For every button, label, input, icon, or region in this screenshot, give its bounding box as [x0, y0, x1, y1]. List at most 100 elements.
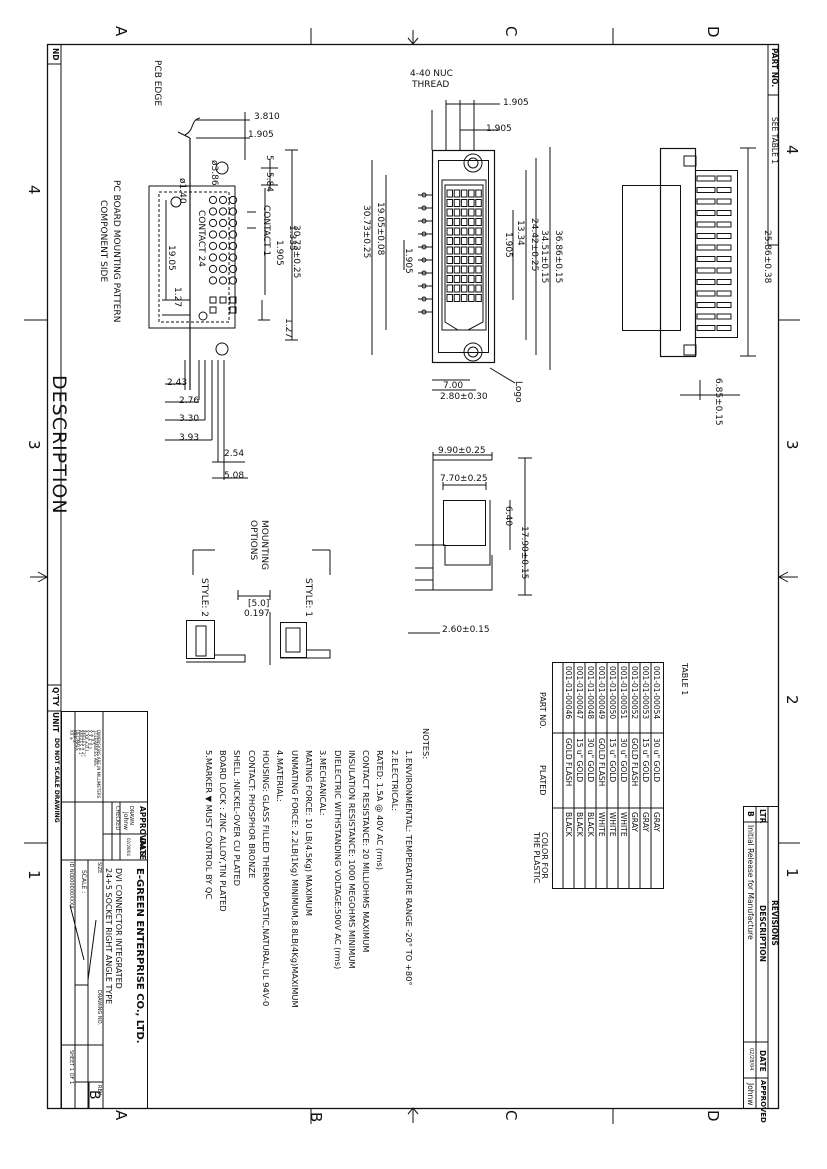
tolerance-line: XX ± — [69, 730, 74, 741]
top-contact — [468, 284, 475, 293]
top-contact — [446, 246, 453, 255]
dim-side-b: 2.60±0.15 — [442, 625, 490, 635]
top-pin-head — [421, 231, 427, 237]
dim-side-w1: 9.90±0.25 — [438, 446, 486, 456]
drawn-date: 02/28/04 — [126, 838, 131, 856]
dim-127-b: 1.27 — [283, 318, 293, 339]
pcb-contact-hole — [228, 195, 238, 205]
rev-row-date: 02/28/04 — [748, 1048, 754, 1071]
pcb-caption-line-2: COMPONENT SIDE — [98, 200, 108, 283]
top-pin-head — [421, 244, 427, 250]
dim-top-3686: 36.86±0.15 — [553, 230, 563, 284]
sheet-label: SHEET 1 OF 1 — [68, 1050, 74, 1085]
pcb-c-hole — [219, 296, 227, 304]
dim-243: 2.43 — [167, 378, 188, 388]
zone-label-bottom-d: D — [704, 1110, 722, 1122]
id-no-value: 000000XXXX — [68, 876, 74, 909]
top-contact — [475, 265, 482, 274]
top-contact — [475, 208, 482, 217]
top-contact — [446, 189, 453, 198]
front-pin — [696, 244, 716, 251]
front-pin — [716, 267, 732, 274]
pcb-contact-hole — [218, 230, 228, 239]
dim-front-pin: 6.85±0.15 — [713, 378, 723, 426]
rev-header-approved: APPROVED — [759, 1080, 767, 1123]
dim-386: ø3.86 — [209, 160, 219, 186]
logo-label: Logo — [513, 381, 523, 403]
zone-label-bottom-c: C — [502, 1110, 520, 1121]
top-contact — [446, 275, 453, 283]
dim-330: 3.30 — [179, 414, 200, 424]
pcb-contact-hole — [228, 253, 238, 262]
thread-label-line-1: 4-40 NUC — [410, 69, 453, 79]
table-row-color: WHITE — [619, 812, 628, 837]
thread-label-line-2: THREAD — [412, 80, 450, 90]
pcb-c-hole — [209, 296, 217, 304]
table-row-part-no: 001-01-00050 — [608, 666, 617, 720]
drawing-title-line-2: 24+5 SOCKET RIGHT ANGLE TYPE — [104, 868, 113, 1005]
table-row-plated: 30 u" GOLD — [586, 738, 595, 783]
note-line: INSULATION RESISTANCE: 1000 MEGOHMS MINI… — [346, 750, 357, 969]
scale-label: SCALE : — [80, 870, 87, 894]
table-row-color: BLACK — [575, 812, 584, 837]
top-contact — [475, 218, 482, 226]
dim-1905-a: 1.905 — [248, 130, 274, 140]
dim-top-1334: 13.34 — [515, 220, 525, 246]
pcb-contact-hole — [228, 276, 238, 285]
front-pin — [716, 279, 732, 285]
note-line: DIELECTRIC WITHSTANDING VOLTAGE:500V AC … — [332, 750, 343, 970]
rev-row-approved: Johnw — [746, 1083, 755, 1106]
top-pin-head — [421, 270, 427, 276]
front-pin — [716, 210, 732, 216]
rev-header-ltr: LTR — [758, 809, 767, 824]
dim-side-h: 17.90±0.15 — [519, 526, 529, 580]
pcb-contact-hole — [218, 218, 228, 228]
top-contact — [446, 294, 453, 302]
front-pin — [716, 313, 732, 320]
drawn-by: Johnw — [122, 812, 129, 830]
top-contact — [446, 237, 453, 245]
pcb-contact-hole — [228, 230, 238, 239]
top-contact — [446, 227, 453, 236]
company-name: E-GREEN ENTERPRISE CO., LTD. — [134, 868, 145, 1044]
top-pin-head — [421, 309, 427, 315]
note-line: CONTACT RESISTANCE: 20 MILLIOHMS MAXIMUM — [361, 750, 372, 953]
pcb-contact-hole — [208, 264, 218, 274]
front-pin — [696, 279, 716, 285]
top-contact — [446, 256, 453, 264]
dim-top-3073: 30.73±0.25 — [361, 205, 371, 259]
dim-5: 5 — [264, 155, 274, 161]
zone-label-right-3: 3 — [783, 440, 801, 450]
contact-1-label: CONTACT 1 — [261, 205, 271, 257]
dim-top-1905-b: 1.905 — [486, 124, 512, 134]
table-row-part-no: 001-01-00046 — [564, 666, 573, 720]
style-1-label: STYLE: 1 — [303, 578, 313, 618]
front-pin — [716, 325, 732, 331]
dim-3810: 3.810 — [254, 112, 280, 122]
top-contact — [475, 237, 482, 245]
pcb-contact-hole — [228, 241, 238, 251]
front-pin — [696, 325, 716, 331]
part-no-label: PART NO. — [770, 48, 779, 88]
top-contact — [453, 294, 461, 302]
pcb-contact-hole — [218, 253, 228, 262]
front-pin — [696, 233, 716, 239]
rev-value: B — [86, 1090, 102, 1100]
dim-top-3451: 34.51±0.15 — [539, 230, 549, 284]
top-contact — [453, 227, 461, 236]
top-contact — [453, 218, 461, 226]
front-pin — [716, 302, 732, 308]
top-contact — [460, 246, 468, 255]
top-pin-head — [421, 205, 427, 211]
zone-label-right-1: 1 — [783, 868, 801, 878]
table-row-color: BLACK — [564, 812, 573, 837]
size-label: SIZE — [96, 862, 102, 874]
note-line: 5.MARKER ▼ MUST CONTROL BY QC — [203, 750, 214, 900]
pcb-contact-hole — [218, 276, 228, 285]
mounting-dim-1: [5.0] — [248, 599, 270, 609]
pcb-contact-hole — [208, 230, 218, 239]
mounting-title-line-1: MOUNTING — [259, 520, 269, 571]
table-row-color: GRAY — [652, 812, 661, 832]
